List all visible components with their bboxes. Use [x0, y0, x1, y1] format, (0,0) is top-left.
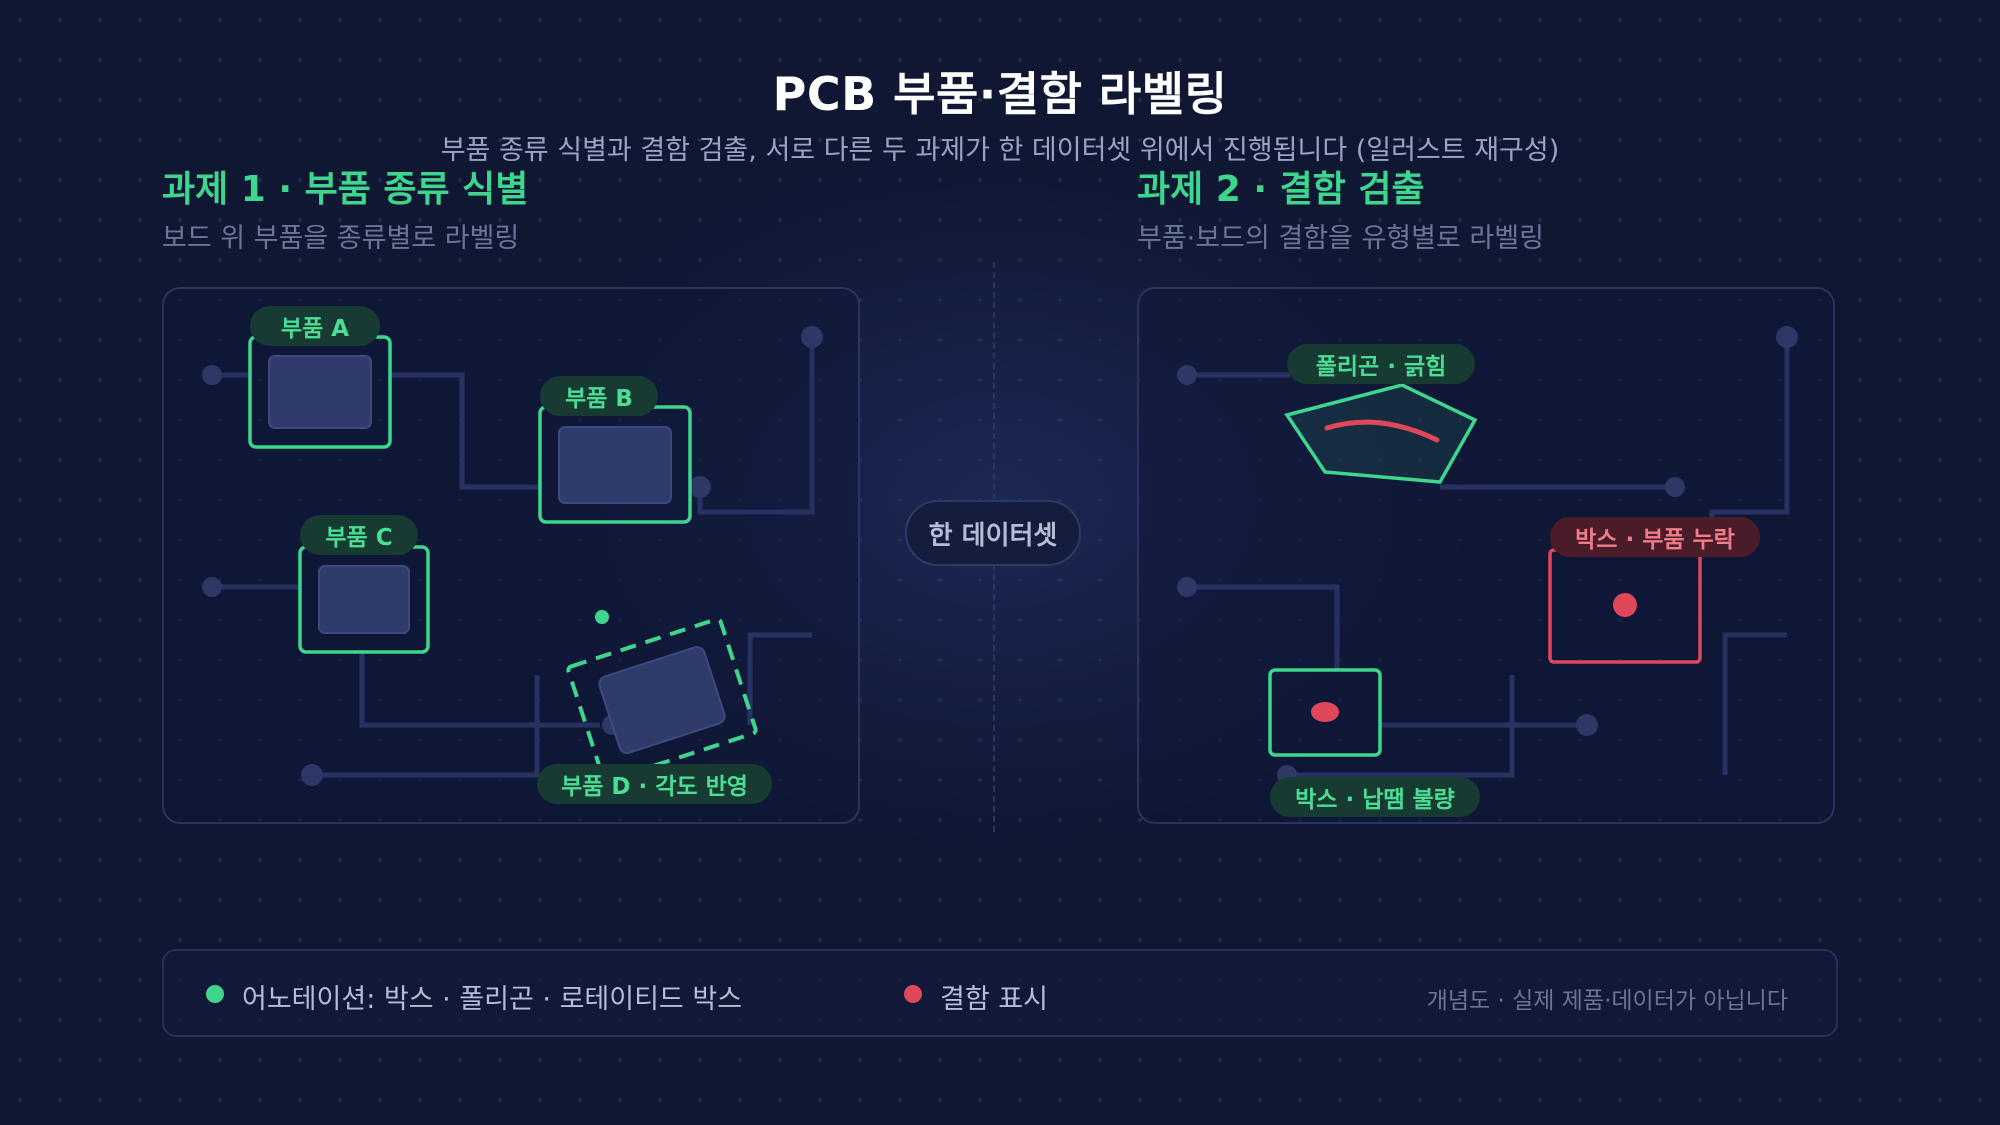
- scratch-mark: [1324, 419, 1440, 443]
- label-solder-defect: 박스 · 납땜 불량: [1270, 777, 1480, 817]
- scratch-polygon: [1284, 383, 1478, 484]
- task2-trace-nodes: [1177, 326, 1798, 785]
- task1-title: 과제 1 · 부품 종류 식별: [162, 169, 529, 210]
- label-component-c: 부품 C: [300, 515, 418, 555]
- page-subtitle: 부품 종류 식별과 결함 검출, 서로 다른 두 과제가 한 데이터셋 위에서 …: [440, 135, 1560, 166]
- label-component-a: 부품 A: [250, 306, 380, 346]
- defect-legend-icon: [904, 985, 922, 1003]
- task2-description: 부품·보드의 결함을 유형별로 라벨링: [1137, 223, 1544, 254]
- missing-component-marker: [1613, 593, 1637, 617]
- label-scratch: 폴리곤 · 긁힘: [1287, 344, 1475, 384]
- disclaimer-note: 개념도 · 실제 제품·데이터가 아닙니다: [1426, 988, 1788, 1014]
- component-d-rotated-box: [566, 617, 758, 783]
- component-a: [268, 355, 372, 429]
- page-title: PCB 부품·결함 라벨링: [772, 67, 1228, 121]
- task1-trace-nodes: [202, 326, 823, 786]
- solder-defect-box: [1268, 668, 1382, 757]
- annotation-legend-label: 어노테이션: 박스 · 폴리곤 · 로테이티드 박스: [242, 984, 743, 1015]
- task1-description: 보드 위 부품을 종류별로 라벨링: [162, 223, 520, 254]
- component-d: [598, 646, 726, 754]
- task2-title: 과제 2 · 결함 검출: [1137, 169, 1425, 210]
- task1-circuit-traces: [212, 337, 815, 778]
- annotation-legend-icon: [206, 985, 224, 1003]
- legend: 어노테이션: 박스 · 폴리곤 · 로테이티드 박스 결함 표시 개념도 · 실…: [162, 949, 1838, 1037]
- label-missing-component: 박스 · 부품 누락: [1550, 517, 1760, 557]
- shared-dataset-pill: 한 데이터셋: [905, 500, 1081, 566]
- defect-legend-label: 결함 표시: [940, 984, 1048, 1015]
- label-component-b: 부품 B: [540, 376, 658, 416]
- component-b: [558, 426, 672, 504]
- component-c: [318, 565, 410, 634]
- label-component-d: 부품 D · 각도 반영: [537, 764, 772, 804]
- solder-defect-marker: [1311, 702, 1339, 722]
- rotation-handle: [595, 610, 609, 624]
